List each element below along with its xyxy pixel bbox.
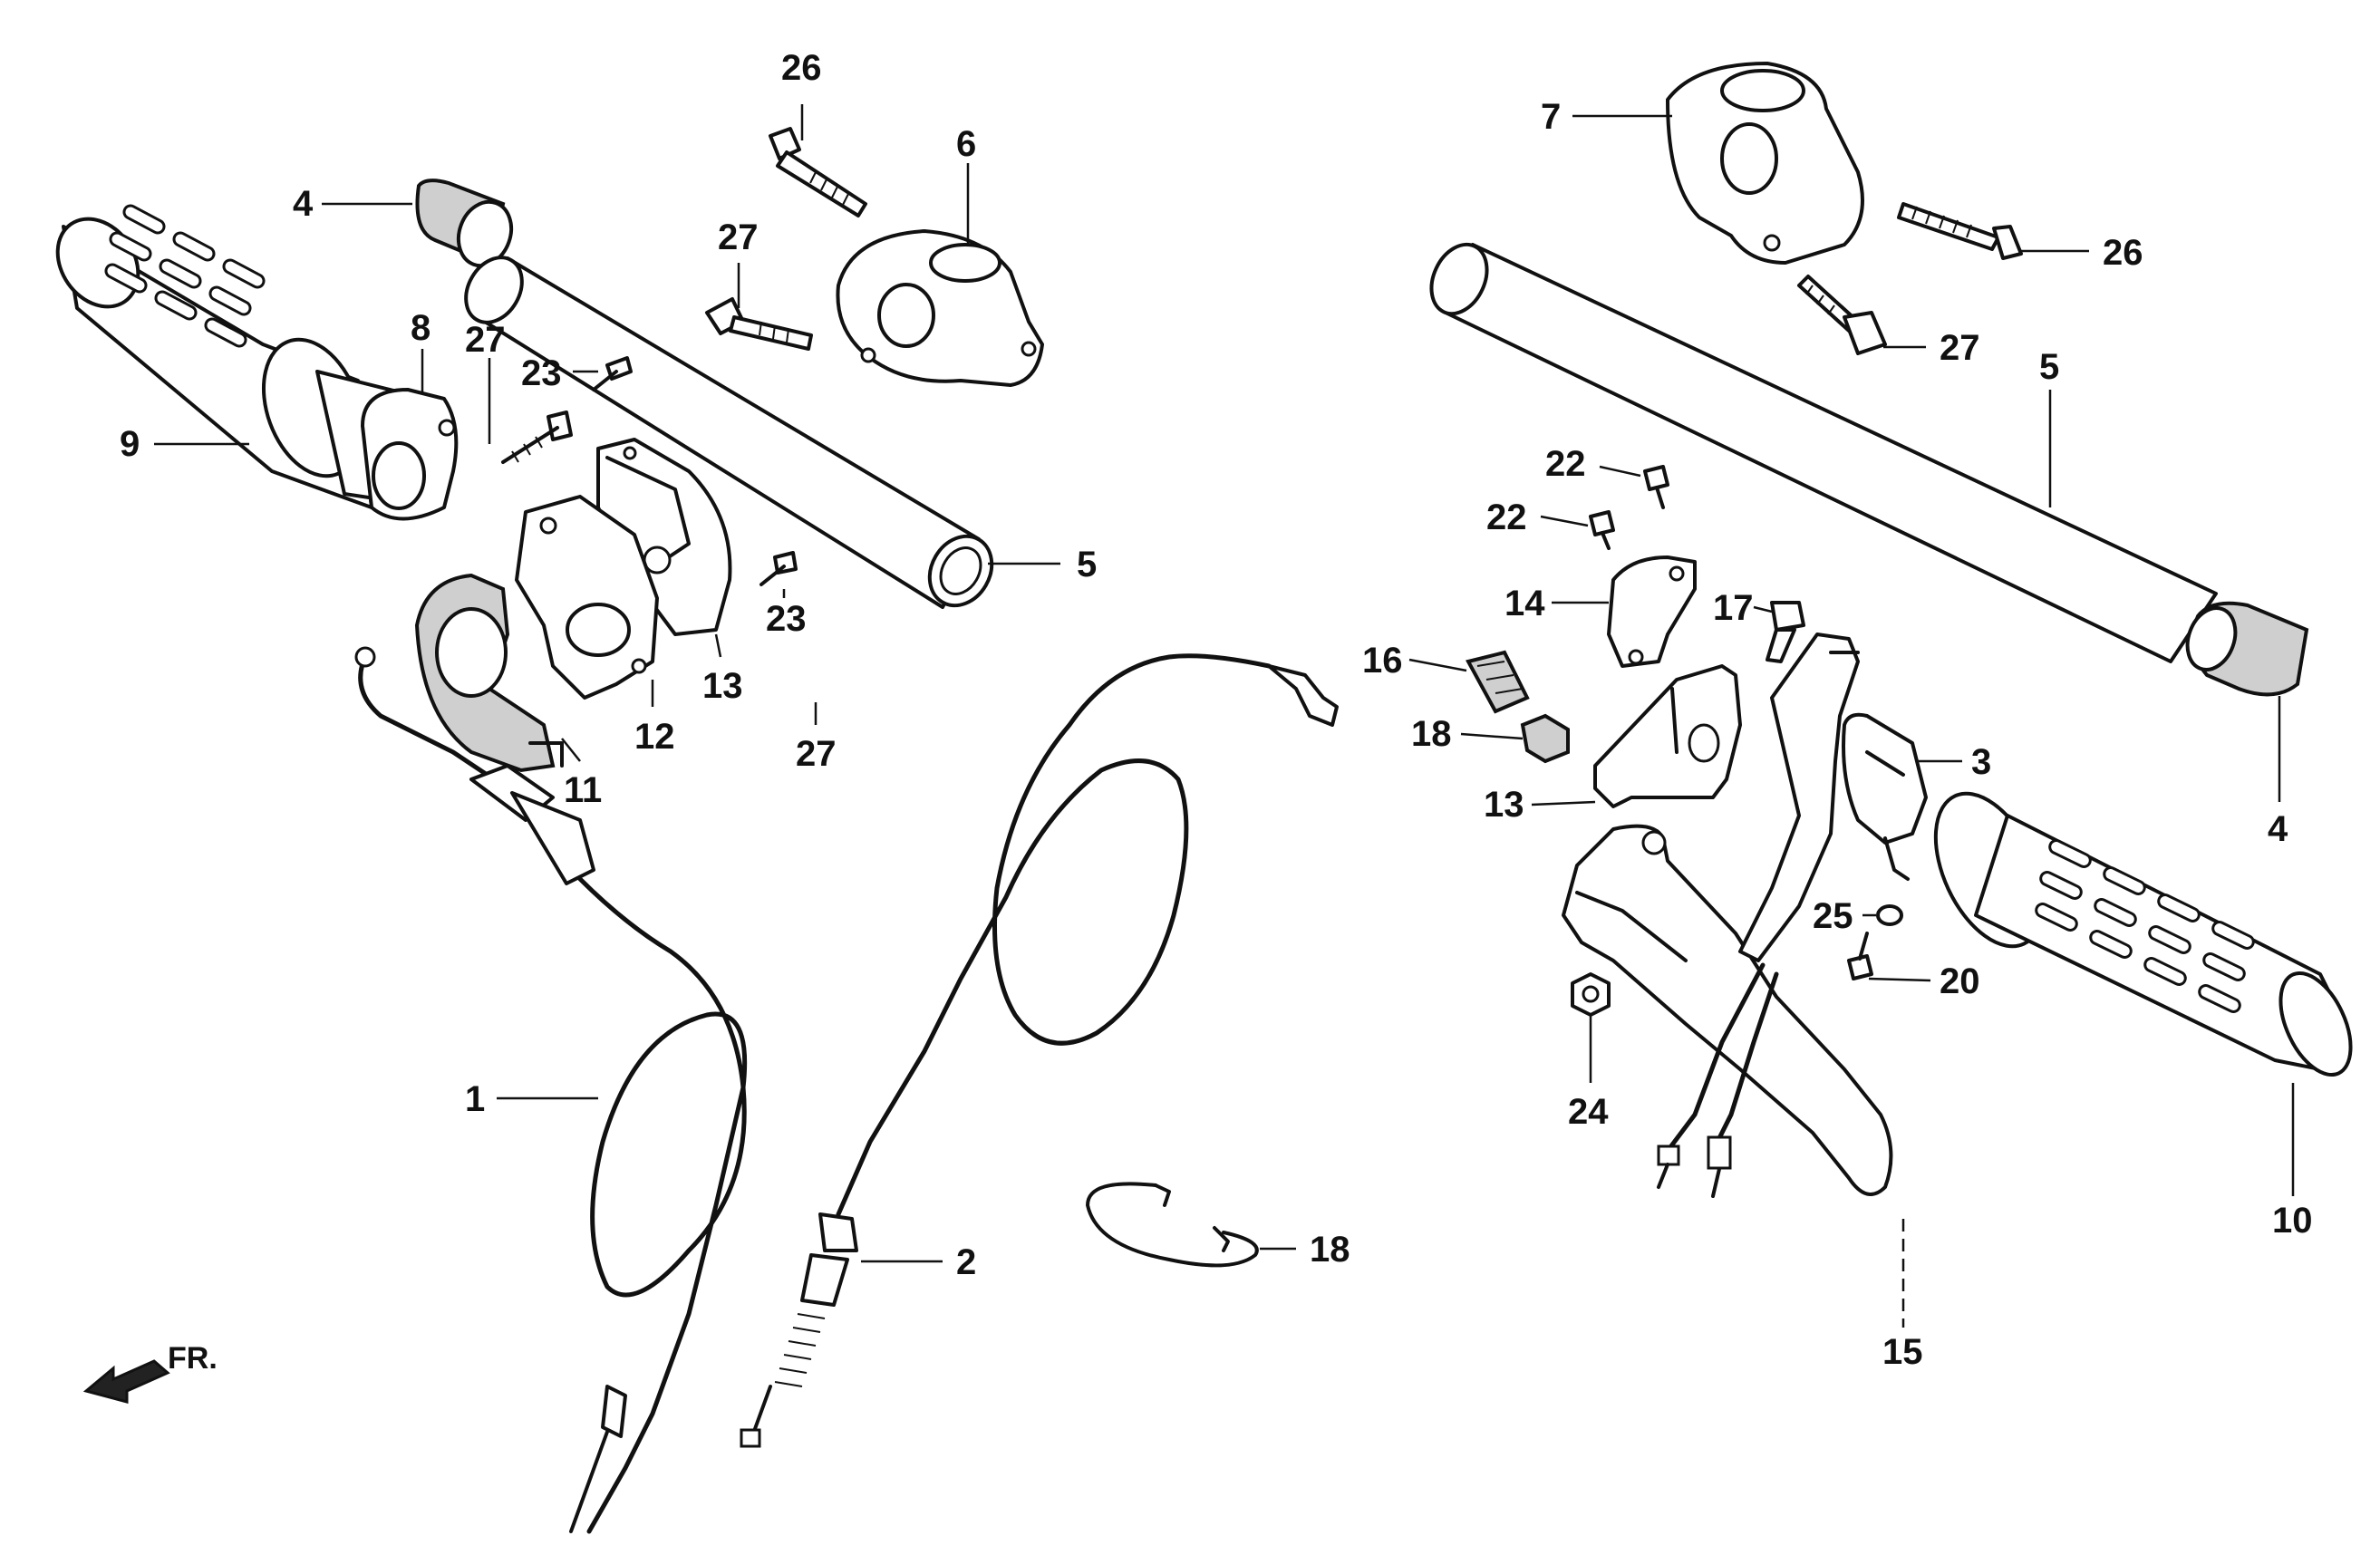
callout-18: 17: [1713, 588, 1754, 628]
brake-light-switch: [1842, 712, 1928, 881]
switch-screw-upper: [592, 356, 633, 391]
switch-housing-upper: [596, 438, 732, 636]
cable-clip: [1086, 1182, 1259, 1268]
callout-16: 15: [1882, 1332, 1923, 1372]
callout-27-left: 27: [465, 320, 506, 360]
callout-4-left: 4: [293, 184, 314, 224]
lever-pivot-bolt: [1766, 601, 1805, 663]
callout-12: 12: [634, 717, 675, 757]
switch-washer: [1876, 904, 1903, 926]
callout-19: 18: [1411, 714, 1452, 754]
cable-adjuster: [1466, 650, 1530, 714]
adjuster-lock-nut: [1520, 713, 1570, 764]
callout-6: 6: [956, 124, 976, 164]
right-bar-end-plug: [2185, 601, 2309, 697]
callout-23-upper: 23: [521, 353, 562, 393]
throttle-pulley: [414, 573, 564, 773]
clutch-cable: [740, 653, 1339, 1448]
lever-housing: [1738, 633, 1860, 962]
callout-labels: 4 26 6 27 8 27 23 9 5 23 13 12 11 27 1 2…: [120, 48, 2313, 1372]
callout-22-upper: 22: [1545, 444, 1586, 484]
right-grip: [1933, 791, 2353, 1077]
callout-22-lower: 22: [1486, 497, 1527, 537]
callout-9: 9: [120, 424, 140, 464]
callout-20: 18: [1310, 1230, 1350, 1270]
switch-screw: [1847, 932, 1873, 980]
callout-8: 8: [411, 308, 431, 348]
callout-7: 7: [1541, 97, 1561, 137]
callout-23-lower: 23: [766, 599, 807, 639]
callout-4-right: 4: [2268, 809, 2288, 849]
callout-27-lower: 27: [796, 734, 837, 774]
lever-nut: [1571, 972, 1611, 1017]
left-holder: [836, 229, 1044, 387]
right-holder: [1666, 62, 1864, 265]
lever-bracket-upper: [1607, 555, 1697, 668]
callout-21: 20: [1940, 961, 1980, 1001]
callout-26-right: 26: [2103, 233, 2143, 273]
right-handlebar-tube: [1429, 242, 2218, 663]
right-upper-bolt: [1897, 202, 2023, 260]
callout-15: 14: [1504, 584, 1545, 623]
lever-bracket-lower: [1593, 664, 1742, 808]
left-switch-bolt: [501, 410, 573, 464]
callout-25: 25: [1813, 896, 1853, 936]
left-holder-bolt: [705, 297, 813, 351]
callout-2: 2: [956, 1242, 976, 1282]
callout-26-left: 26: [781, 48, 822, 88]
right-holder-bolt: [1797, 275, 1887, 355]
left-handlebar-tube: [464, 256, 994, 609]
callout-24: 24: [1568, 1092, 1609, 1132]
left-upper-bolt: [769, 127, 867, 217]
switch-housing-lower: [515, 495, 659, 700]
callout-10: 10: [2272, 1201, 2313, 1241]
callout-14: 13: [1484, 785, 1524, 825]
leader-lines: [154, 104, 2295, 1328]
callout-11: 11: [564, 770, 602, 810]
callout-5-right: 5: [2039, 347, 2059, 387]
grip-collar: [361, 388, 459, 521]
front-direction-arrow-icon: FR.: [82, 1341, 218, 1404]
callout-27-right: 27: [1940, 328, 1980, 368]
callout-5-left: 5: [1077, 545, 1097, 584]
right-switch-screw-lower: [1589, 510, 1615, 550]
brake-lever: [1562, 824, 1893, 1196]
throttle-cable: [354, 646, 748, 1534]
callout-27-upper: 27: [718, 217, 759, 257]
switch-wires: [1657, 962, 1779, 1198]
callout-17: 16: [1362, 641, 1403, 681]
right-switch-screw-upper: [1643, 465, 1669, 509]
callout-1: 1: [465, 1079, 485, 1119]
callout-3: 3: [1971, 742, 1991, 782]
front-direction-label: FR.: [168, 1341, 218, 1376]
switch-screw-lower: [759, 551, 798, 586]
callout-13: 13: [702, 666, 743, 706]
